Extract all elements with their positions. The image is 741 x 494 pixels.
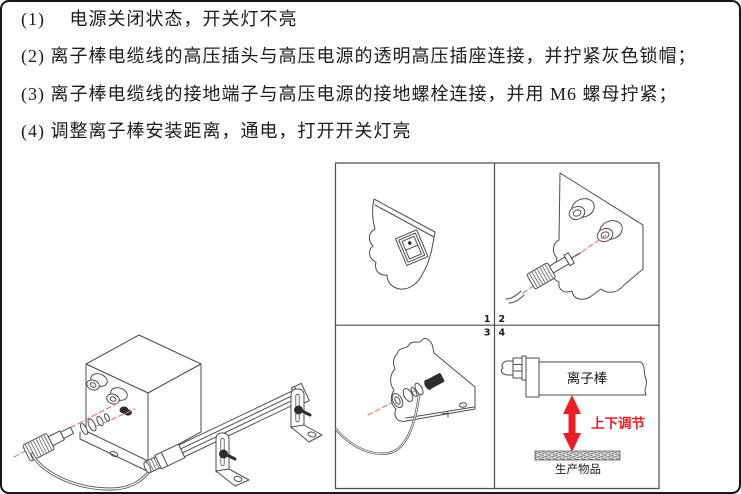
washers-and-nuts [79,413,111,435]
hv-plug [526,252,582,290]
mounting-bracket [215,432,250,487]
instruction-step-3: (3) 离子棒电缆线的接地端子与高压电源的接地螺栓连接，并用 M6 螺母拧紧； [21,84,678,104]
panel-number-4: 4 [499,328,506,339]
panel-grid-frame [334,162,660,490]
hv-output-socket-2 [106,387,128,405]
hv-cable [30,452,154,491]
m6-bolt [424,373,445,390]
panel-number-2: 2 [499,314,506,325]
power-supply-box [79,334,208,472]
rocker-switch [394,229,429,266]
ion-bar-label: 离子棒 [567,370,608,386]
panel-number-3: 3 [484,328,491,339]
panel4-height-adjustment: 离子棒 上下调节 生产物品 [500,355,647,476]
panel3-ground-terminal [334,338,476,455]
panel-number-1: 1 [484,314,491,325]
hv-socket [568,198,595,221]
instruction-step-1: (1) 电源关闭状态，开关灯不亮 [21,9,298,29]
ion-bar [143,382,310,474]
ion-bar-end-block [525,357,540,398]
panel1-power-switch [368,198,436,290]
instruction-step-4: (4) 调整离子棒安装距离，通电，打开开关灯亮 [21,121,412,141]
hv-socket-2 [596,220,623,243]
product-label: 生产物品 [555,462,601,476]
instruction-step-2: (2) 离子棒电缆线的高压插头与高压电源的透明高压插座连接，并拧紧灰色锁帽； [21,46,697,66]
detail-panels: 1 2 3 4 [334,162,660,490]
installation-overview-diagram [13,334,323,491]
mounting-bracket-2 [290,388,323,443]
m6-nut [402,388,414,402]
panel2-hv-connection [505,172,644,304]
product-surface [534,450,621,461]
ground-bolt [119,406,132,416]
ring-terminal [414,382,424,396]
ion-bar-body [538,361,647,396]
hv-cable-plug [22,426,75,462]
hv-output-socket [86,373,108,391]
up-down-arrow [563,395,581,452]
ground-cable [334,393,421,455]
alignment-dashed-line-2 [96,408,136,427]
adjust-label: 上下调节 [591,415,645,431]
